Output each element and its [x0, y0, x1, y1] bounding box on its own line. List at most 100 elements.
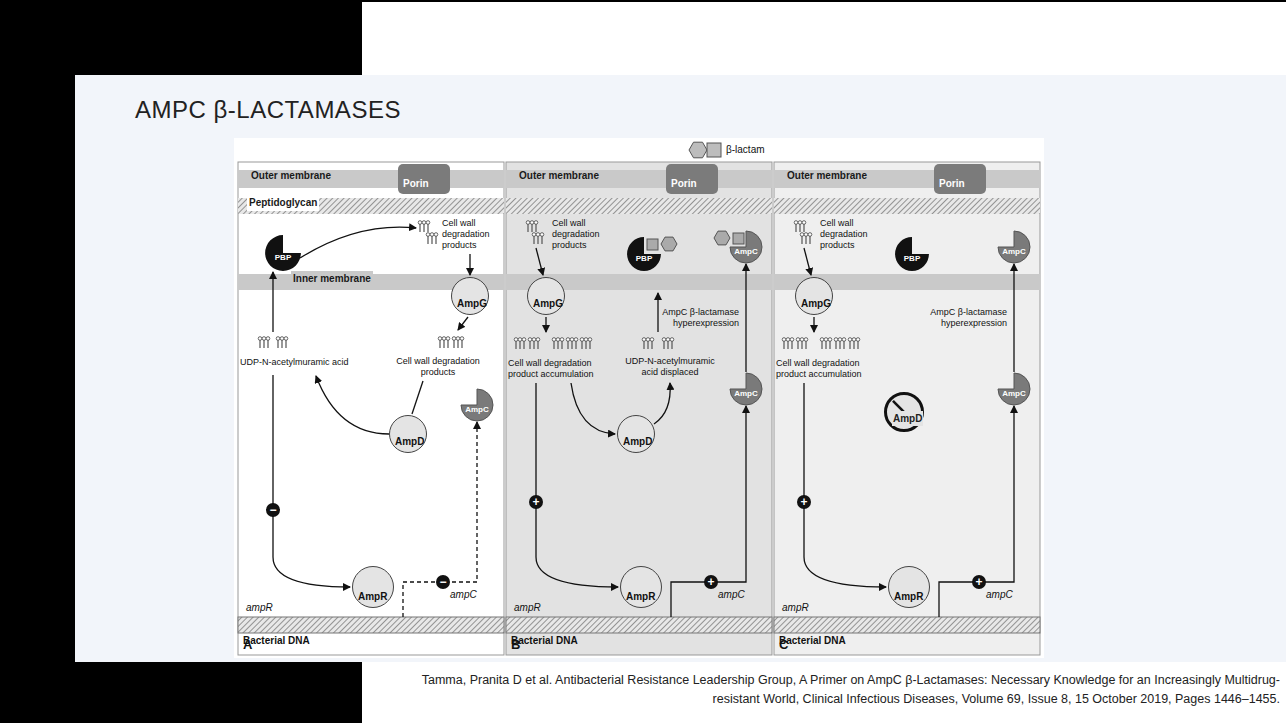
node-label: AmpD	[623, 434, 652, 449]
annotation: Cell wall degradation product accumulati…	[508, 358, 606, 380]
panel-ground	[506, 162, 772, 655]
regulation-sign: +	[972, 575, 986, 589]
protein-circle: AmpG	[795, 277, 833, 315]
blocked-protein: AmpD	[884, 392, 924, 432]
node-label: Inner membrane	[291, 271, 373, 287]
slide-title: AMPC β-LACTAMASES	[135, 96, 401, 124]
molecule-icon	[580, 338, 592, 349]
regulation-arrow	[939, 406, 1014, 617]
pathway-arrow	[536, 383, 618, 587]
gene-name: ampR	[782, 602, 809, 614]
binding-protein: PBP	[626, 236, 662, 272]
node-label: Porin	[939, 176, 965, 191]
porin-channel: Porin	[398, 164, 450, 194]
enzyme-shape: AmpC	[997, 230, 1031, 264]
figure-panel: A Outer membrane PorinPeptidoglycanPBP Inne…	[238, 162, 504, 655]
dna-band	[238, 617, 504, 633]
enzyme-shape: AmpC	[729, 230, 763, 264]
node-label: AmpC	[997, 247, 1031, 261]
figure-panel: BOuter membranePorinPBPAmpCAmpGAmpCAmpDA…	[506, 162, 772, 655]
node-label: AmpG	[801, 296, 831, 311]
panel-ground	[774, 162, 1040, 655]
dna-strand: Bacterial DNA	[774, 617, 1040, 633]
molecule-icon	[426, 233, 438, 244]
beta-lactam-ring	[661, 237, 677, 251]
pie-shape	[998, 373, 1030, 405]
protein-circle: AmpR	[620, 566, 662, 608]
node-label: AmpR	[358, 589, 387, 604]
node-label: AmpG	[457, 296, 487, 311]
pathway-arrow	[804, 248, 811, 275]
membrane-band: Inner membrane	[238, 274, 438, 290]
molecule-icon	[258, 337, 270, 348]
porin-channel: Porin	[934, 164, 986, 194]
node-label: Outer membrane	[249, 167, 333, 185]
panel-ground	[238, 162, 504, 655]
node-label: AmpC	[460, 405, 494, 419]
gene-name: ampC	[718, 589, 745, 601]
node-label: Outer membrane	[517, 167, 601, 185]
panel-letter: A	[243, 637, 252, 652]
protein-circle: AmpG	[451, 277, 489, 315]
membrane-band: Peptidoglycan	[238, 198, 504, 214]
membrane-band: Outer membrane	[238, 170, 388, 188]
node-label: PBP	[626, 254, 662, 269]
binding-protein: PBP	[264, 234, 302, 272]
molecule-icon	[528, 338, 540, 349]
molecule-icon	[782, 338, 794, 349]
panel-c-drawing	[774, 162, 1040, 655]
regulation-sign: +	[704, 575, 718, 589]
gene-name: ampC	[986, 589, 1013, 601]
pathway-arrows	[273, 227, 470, 587]
top-rule	[362, 0, 1286, 2]
molecule-icon	[552, 338, 564, 349]
pathway-arrow	[316, 376, 389, 434]
molecule-icon	[834, 338, 846, 349]
dna-strand: Bacterial DNA	[506, 617, 772, 633]
molecule-icon	[276, 337, 288, 348]
molecule-icon	[820, 338, 832, 349]
annotation: Cell wall degradation products	[820, 218, 884, 251]
molecule-name: β-lactam	[726, 144, 765, 156]
regulation-sign: −	[266, 503, 280, 517]
protein-circle: AmpD	[389, 415, 427, 453]
node-label: PBP	[264, 253, 302, 269]
pie-shape	[998, 231, 1030, 263]
edge-label: AmpC β-lactamase hyperexpression	[660, 307, 740, 329]
node-label: AmpD	[395, 434, 424, 449]
pathway-arrow	[657, 293, 658, 332]
dna-strand: Bacterial DNA	[238, 617, 504, 633]
beta-lactam-ring	[714, 231, 730, 245]
molecule-icon	[418, 221, 430, 232]
enzyme-shape: AmpC	[460, 388, 494, 422]
panel-letter: C	[779, 637, 788, 652]
molecule-icon	[794, 221, 806, 232]
pathway-arrow	[813, 317, 814, 332]
molecule-icon	[642, 338, 654, 349]
beta-lactam-ring	[707, 143, 721, 157]
regulation-sign: +	[797, 495, 811, 509]
pathway-arrow	[273, 375, 350, 587]
molecule-icon	[514, 338, 526, 349]
regulation-arrow	[1013, 264, 1014, 372]
dna-band	[506, 617, 772, 633]
annotation: Cell wall degradation products	[552, 218, 616, 251]
node-label: AmpR	[626, 589, 655, 604]
node-label: AmpC	[729, 389, 763, 403]
regulation-arrow	[671, 406, 746, 617]
node-label: Outer membrane	[785, 167, 869, 185]
pathway-arrow	[458, 317, 468, 330]
pie-shape	[627, 237, 661, 271]
porin-channel: Porin	[666, 164, 718, 194]
gene-name: ampR	[514, 602, 541, 614]
pie-shape	[461, 389, 493, 421]
gene-name: ampR	[246, 602, 273, 614]
molecule-icon	[662, 338, 674, 349]
citation: Tamma, Pranita D et al. Antibacterial Re…	[375, 671, 1280, 709]
pathway-arrow	[536, 248, 543, 275]
pathway-arrow	[654, 383, 670, 424]
molecule-icon	[526, 221, 538, 232]
panel-a-drawing	[238, 162, 504, 655]
content-panel	[75, 75, 1286, 662]
